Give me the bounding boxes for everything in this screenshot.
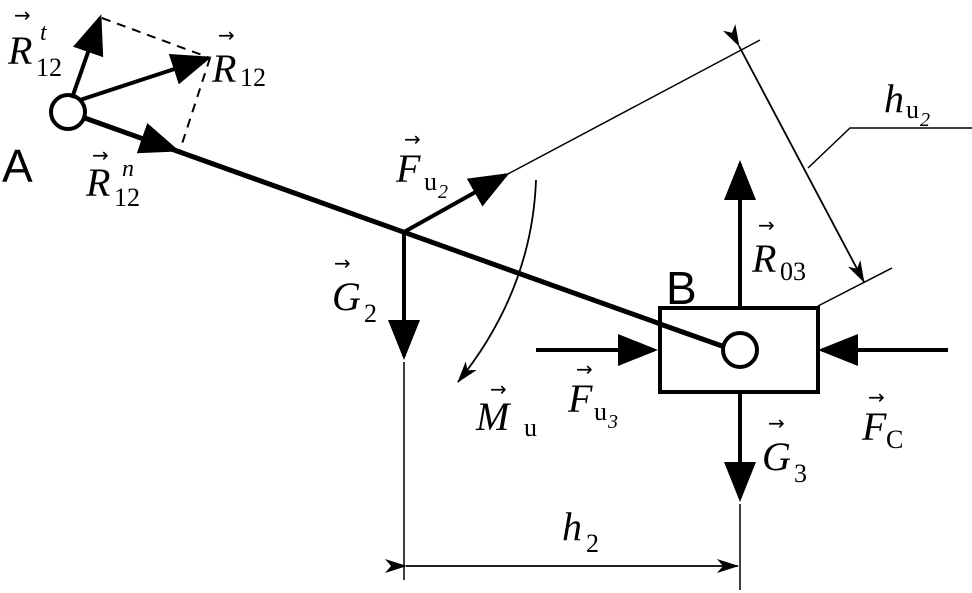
hu2-extension-line xyxy=(817,267,893,307)
svg-text:R: R xyxy=(211,46,236,91)
svg-text:→: → xyxy=(576,357,593,381)
svg-text:→: → xyxy=(768,411,785,435)
svg-text:12: 12 xyxy=(114,183,140,212)
label-r12-tangential: → R t 12 xyxy=(7,3,62,82)
svg-text:u: u xyxy=(906,95,919,124)
svg-text:→: → xyxy=(868,385,885,409)
label-g2: → G 2 xyxy=(332,251,377,328)
svg-text:u: u xyxy=(594,397,607,426)
svg-text:R: R xyxy=(751,236,776,281)
svg-text:12: 12 xyxy=(240,63,266,92)
svg-text:R: R xyxy=(7,28,32,73)
svg-text:2: 2 xyxy=(364,299,377,328)
svg-text:M: M xyxy=(475,394,512,439)
svg-text:G: G xyxy=(762,434,791,479)
label-r12: → R 12 xyxy=(211,23,266,92)
svg-text:→: → xyxy=(490,377,507,401)
svg-text:3: 3 xyxy=(794,459,807,488)
joint-b xyxy=(721,331,759,369)
svg-text:R: R xyxy=(85,160,110,205)
svg-text:C: C xyxy=(886,425,903,454)
label-mu: → M u xyxy=(475,377,537,442)
label-fu3: → F u 3 xyxy=(567,357,618,433)
svg-text:F: F xyxy=(861,404,887,449)
label-hu2: h u 2 xyxy=(884,76,930,131)
label-fc: → F C xyxy=(861,385,903,454)
label-r12-normal: → R n 12 xyxy=(85,143,140,212)
label-g3: → G 3 xyxy=(762,411,807,488)
svg-text:n: n xyxy=(122,156,134,182)
parallelogram-dash-right xyxy=(179,57,211,151)
svg-text:u: u xyxy=(424,167,437,196)
svg-text:t: t xyxy=(40,20,48,46)
vector-fu2 xyxy=(403,173,510,234)
svg-text:→: → xyxy=(92,143,109,167)
joint-a xyxy=(49,93,87,131)
vector-r12-tangential xyxy=(70,14,104,99)
svg-text:h: h xyxy=(884,76,904,121)
moment-mu-arc xyxy=(457,179,537,383)
label-point-b: B xyxy=(666,262,697,314)
link-ab-inside-block xyxy=(659,321,723,349)
svg-text:2: 2 xyxy=(438,181,448,203)
svg-text:→: → xyxy=(14,3,31,27)
fu2-line-of-action xyxy=(505,39,761,176)
svg-text:2: 2 xyxy=(920,109,930,131)
svg-text:h: h xyxy=(562,504,582,549)
svg-text:03: 03 xyxy=(780,257,806,286)
svg-text:→: → xyxy=(218,23,235,47)
hu2-leader-line xyxy=(807,127,972,169)
svg-text:F: F xyxy=(395,146,421,191)
label-r03: → R 03 xyxy=(751,213,806,286)
svg-text:2: 2 xyxy=(586,529,599,558)
vector-r12-normal xyxy=(83,116,180,154)
svg-text:→: → xyxy=(404,127,421,151)
label-point-a: A xyxy=(2,140,33,192)
vector-r12 xyxy=(79,54,212,102)
label-fu2: → F u 2 xyxy=(395,127,448,203)
svg-text:→: → xyxy=(758,213,775,237)
svg-text:→: → xyxy=(334,251,351,275)
svg-text:G: G xyxy=(332,274,361,319)
label-h2: h 2 xyxy=(562,504,599,558)
svg-text:F: F xyxy=(567,376,593,421)
dimension-hu2 xyxy=(722,24,865,283)
svg-text:u: u xyxy=(524,413,537,442)
svg-text:12: 12 xyxy=(36,53,62,82)
svg-text:3: 3 xyxy=(607,411,618,433)
parallelogram-dash-top xyxy=(101,17,211,59)
